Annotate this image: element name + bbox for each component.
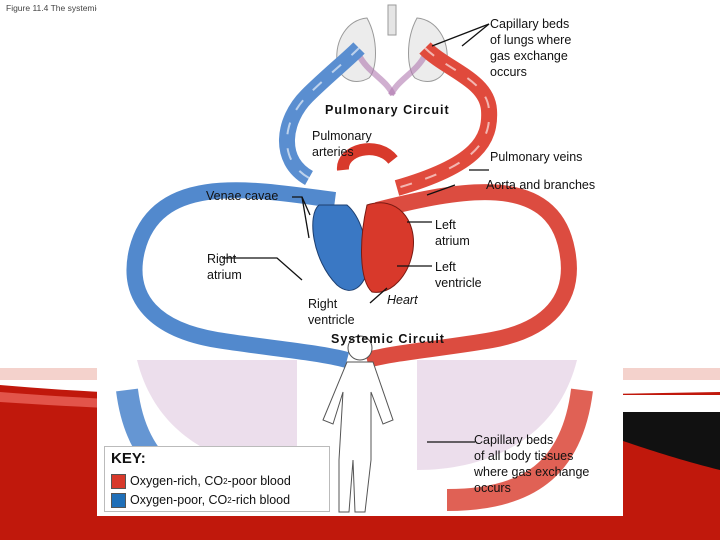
- pulmonary-loop: [279, 42, 498, 196]
- oxygen-poor-swatch: [111, 492, 126, 508]
- label-capillary-lungs: Capillary beds of lungs where gas exchan…: [490, 17, 572, 79]
- label-left-ventricle: Left ventricle: [435, 260, 482, 290]
- label-systemic-circuit: Systemic Circuit: [331, 332, 445, 346]
- label-pulmonary-veins: Pulmonary veins: [490, 150, 583, 164]
- label-pulmonary-circuit: Pulmonary Circuit: [325, 103, 450, 117]
- label-capillary-body: Capillary beds of all body tissues where…: [474, 433, 590, 495]
- label-left-atrium: Left atrium: [435, 218, 470, 248]
- human-figure: [322, 335, 394, 513]
- label-aorta: Aorta and branches: [486, 178, 596, 192]
- label-right-atrium: Right atrium: [207, 252, 242, 282]
- key-title: KEY:: [111, 450, 146, 467]
- heart-illustration: [312, 143, 414, 293]
- label-heart: Heart: [387, 293, 418, 307]
- label-pulmonary-arteries: Pulmonary arteries: [312, 129, 372, 159]
- oxygen-rich-swatch: [111, 473, 126, 489]
- label-right-ventricle: Right ventricle: [308, 297, 355, 327]
- label-venae-cavae: Venae cavae: [206, 189, 279, 203]
- leader-lines: [222, 23, 490, 443]
